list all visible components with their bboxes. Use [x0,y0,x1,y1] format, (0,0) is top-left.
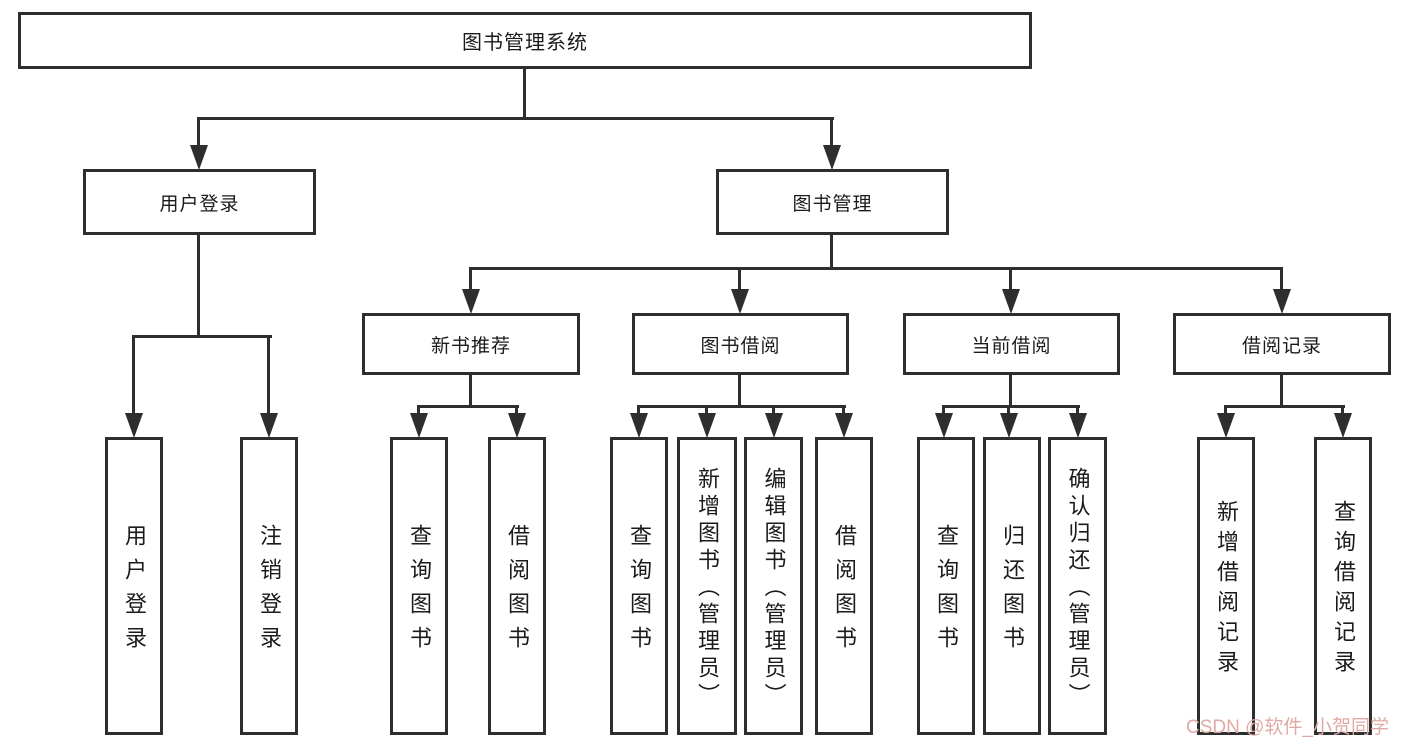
connector-line [1280,375,1283,407]
arrowhead [1273,289,1291,314]
connector-line [1009,267,1012,289]
node-current-borrowing: 当前借阅 [903,313,1120,375]
connector-line [197,235,200,338]
connector-line [772,405,775,413]
leaf-node-add-borrow-record: 新增借阅记录 [1197,437,1255,735]
arrowhead [508,413,526,438]
connector-line [197,117,200,147]
arrowhead [835,413,853,438]
leaf-label: 归还图书 [1000,524,1025,660]
connector-line [267,335,270,413]
connector-line [1224,405,1345,408]
node-library-management-system: 图书管理系统 [18,12,1032,69]
arrowhead [698,413,716,438]
connector-line [469,267,472,289]
leaf-node-user-login: 用户登录 [105,437,163,735]
arrowhead [935,413,953,438]
node-book-management: 图书管理 [716,169,949,235]
leaf-label: 查询借阅记录 [1331,500,1356,680]
connector-line [830,235,833,270]
connector-line [1224,405,1227,413]
connector-line [1341,405,1344,413]
leaf-label: 确认归还（管理员） [1065,467,1091,710]
node-user-login: 用户登录 [83,169,316,235]
leaf-label: 新增借阅记录 [1214,500,1239,680]
leaf-label: 借阅图书 [832,524,857,660]
node-new-book-recommendation: 新书推荐 [362,313,580,375]
leaf-node-edit-books-admin: 编辑图书（管理员） [744,437,803,735]
connector-line [830,117,833,147]
arrowhead [260,413,278,438]
leaf-label: 借阅图书 [505,524,530,660]
connector-line [942,405,945,413]
leaf-node-confirm-return-admin: 确认归还（管理员） [1048,437,1107,735]
connector-line [842,405,845,413]
connector-line [197,117,834,120]
arrowhead [1069,413,1087,438]
connector-line [942,405,1080,408]
leaf-node-query-books-borrow: 查询图书 [610,437,668,735]
leaf-label: 查询图书 [627,524,652,660]
connector-line [1076,405,1079,413]
connector-line [1007,405,1010,413]
connector-line [637,405,640,413]
connector-line [469,375,472,407]
arrowhead [190,145,208,170]
arrowhead [731,289,749,314]
arrowhead [630,413,648,438]
connector-line [523,69,526,120]
connector-line [738,375,741,407]
arrowhead [125,413,143,438]
leaf-label: 编辑图书（管理员） [761,467,787,710]
leaf-label: 注销登录 [257,524,282,660]
connector-line [515,405,518,413]
leaf-node-logout: 注销登录 [240,437,298,735]
arrowhead [1000,413,1018,438]
arrowhead [462,289,480,314]
connector-line [637,405,846,408]
leaf-node-query-books-recommend: 查询图书 [390,437,448,735]
csdn-watermark: CSDN @软件_小贺同学 [1186,717,1389,738]
arrowhead [823,145,841,170]
arrowhead [765,413,783,438]
leaf-label: 用户登录 [122,524,147,660]
leaf-label: 新增图书（管理员） [695,467,720,710]
leaf-label: 查询图书 [407,524,432,660]
connector-line [705,405,708,413]
leaf-label: 查询图书 [934,524,959,660]
connector-line [132,335,272,338]
arrowhead [1002,289,1020,314]
node-book-borrowing: 图书借阅 [632,313,849,375]
arrowhead [410,413,428,438]
connector-line [417,405,519,408]
leaf-node-borrow-books: 借阅图书 [815,437,873,735]
leaf-node-borrow-books-recommend: 借阅图书 [488,437,546,735]
node-borrowing-records: 借阅记录 [1173,313,1391,375]
connector-line [1280,267,1283,289]
connector-line [1009,375,1012,407]
leaf-node-query-borrow-record: 查询借阅记录 [1314,437,1372,735]
connector-line [469,267,1283,270]
connector-line [417,405,420,413]
connector-line [132,335,135,413]
connector-line [738,267,741,289]
leaf-node-add-books-admin: 新增图书（管理员） [677,437,737,735]
arrowhead [1217,413,1235,438]
arrowhead [1334,413,1352,438]
leaf-node-query-books-current: 查询图书 [917,437,975,735]
leaf-node-return-books: 归还图书 [983,437,1041,735]
